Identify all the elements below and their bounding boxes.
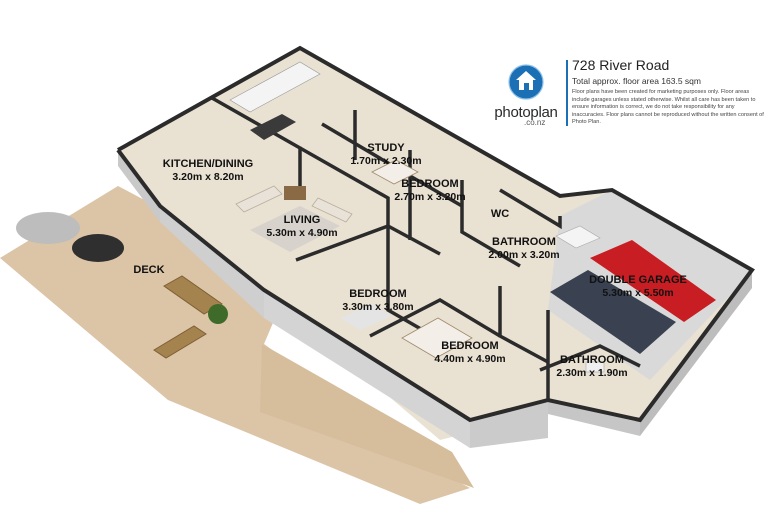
coffee-table: [284, 186, 306, 200]
wall-south-front: [160, 206, 264, 318]
wall-bath2-front: [470, 400, 548, 448]
room-name: BATHROOM: [492, 236, 556, 248]
room-dims: 2.30m x 1.90m: [556, 367, 628, 379]
room-label-study: STUDY 1.70m x 2.30m: [338, 142, 434, 168]
umbrella: [16, 212, 80, 244]
room-name: STUDY: [367, 142, 405, 154]
room-name: BEDROOM: [401, 178, 459, 190]
sofa: [235, 185, 283, 213]
room-label-deck: DECK: [128, 264, 170, 277]
room-name: DOUBLE GARAGE: [589, 274, 687, 286]
kitchen-island: [250, 114, 296, 140]
house-floor: [118, 48, 752, 440]
bed-bedroom2: [340, 304, 392, 330]
floor-area-text: Total approx. floor area 163.5 sqm: [572, 76, 701, 86]
room-name: DECK: [133, 264, 165, 276]
deck-lower: [260, 344, 474, 488]
wall-garage-east: [640, 272, 752, 436]
room-name: WC: [490, 208, 510, 220]
wall-garage-front: [548, 400, 640, 436]
room-label-bedroom-3: BEDROOM 4.40m x 4.90m: [420, 340, 520, 366]
outdoor-table: [72, 234, 124, 262]
wall-south-main: [264, 290, 470, 448]
rug: [250, 206, 340, 252]
plant: [208, 304, 228, 324]
bed-bedroom3: [401, 317, 473, 359]
sofa-2: [311, 197, 353, 223]
room-dims: 1.70m x 2.30m: [350, 155, 422, 167]
property-address: 728 River Road: [572, 57, 670, 73]
interior-walls: [211, 96, 641, 400]
header-divider: [566, 60, 568, 126]
house-globe-icon: [508, 64, 544, 100]
room-label-living: LIVING 5.30m x 4.90m: [252, 214, 352, 240]
room-label-bedroom-1: BEDROOM 2.70m x 3.20m: [380, 178, 480, 204]
bench-1: [163, 275, 223, 315]
room-label-kitchen-dining: KITCHEN/DINING 3.20m x 8.20m: [158, 158, 258, 184]
room-dims: 4.40m x 4.90m: [434, 353, 506, 365]
room-name: LIVING: [283, 214, 321, 226]
disclaimer-text: Floor plans have been created for market…: [572, 89, 764, 126]
kitchen-counter: [229, 61, 321, 113]
brand-logo-text: photoplan: [494, 104, 558, 121]
car-red: [590, 240, 716, 322]
room-name: BATHROOM: [560, 354, 624, 366]
car-dark: [550, 270, 676, 354]
room-dims: 5.30m x 5.50m: [602, 287, 674, 299]
room-label-bedroom-2: BEDROOM 3.30m x 3.80m: [328, 288, 428, 314]
room-label-wc: WC: [482, 208, 518, 221]
room-dims: 3.30m x 3.80m: [342, 301, 414, 313]
room-name: BEDROOM: [349, 288, 407, 300]
room-label-double-garage: DOUBLE GARAGE 5.30m x 5.50m: [582, 274, 694, 300]
room-dims: 2.70m x 3.20m: [394, 191, 466, 203]
bed-bedroom1: [371, 159, 419, 185]
bench-2: [153, 325, 207, 359]
vanity: [585, 361, 605, 373]
room-dims: 2.00m x 3.20m: [488, 249, 560, 261]
wall-outline: [116, 45, 755, 423]
wall-west: [118, 150, 160, 222]
room-dims: 3.20m x 8.20m: [172, 171, 244, 183]
room-name: KITCHEN/DINING: [162, 158, 254, 170]
room-label-bathroom-1: BATHROOM 2.00m x 3.20m: [474, 236, 574, 262]
room-label-bathroom-2: BATHROOM 2.30m x 1.90m: [542, 354, 642, 380]
room-name: BEDROOM: [441, 340, 499, 352]
brand-logo-domain: .co.nz: [524, 118, 546, 127]
room-dims: 5.30m x 4.90m: [266, 227, 338, 239]
bathtub: [555, 225, 601, 249]
